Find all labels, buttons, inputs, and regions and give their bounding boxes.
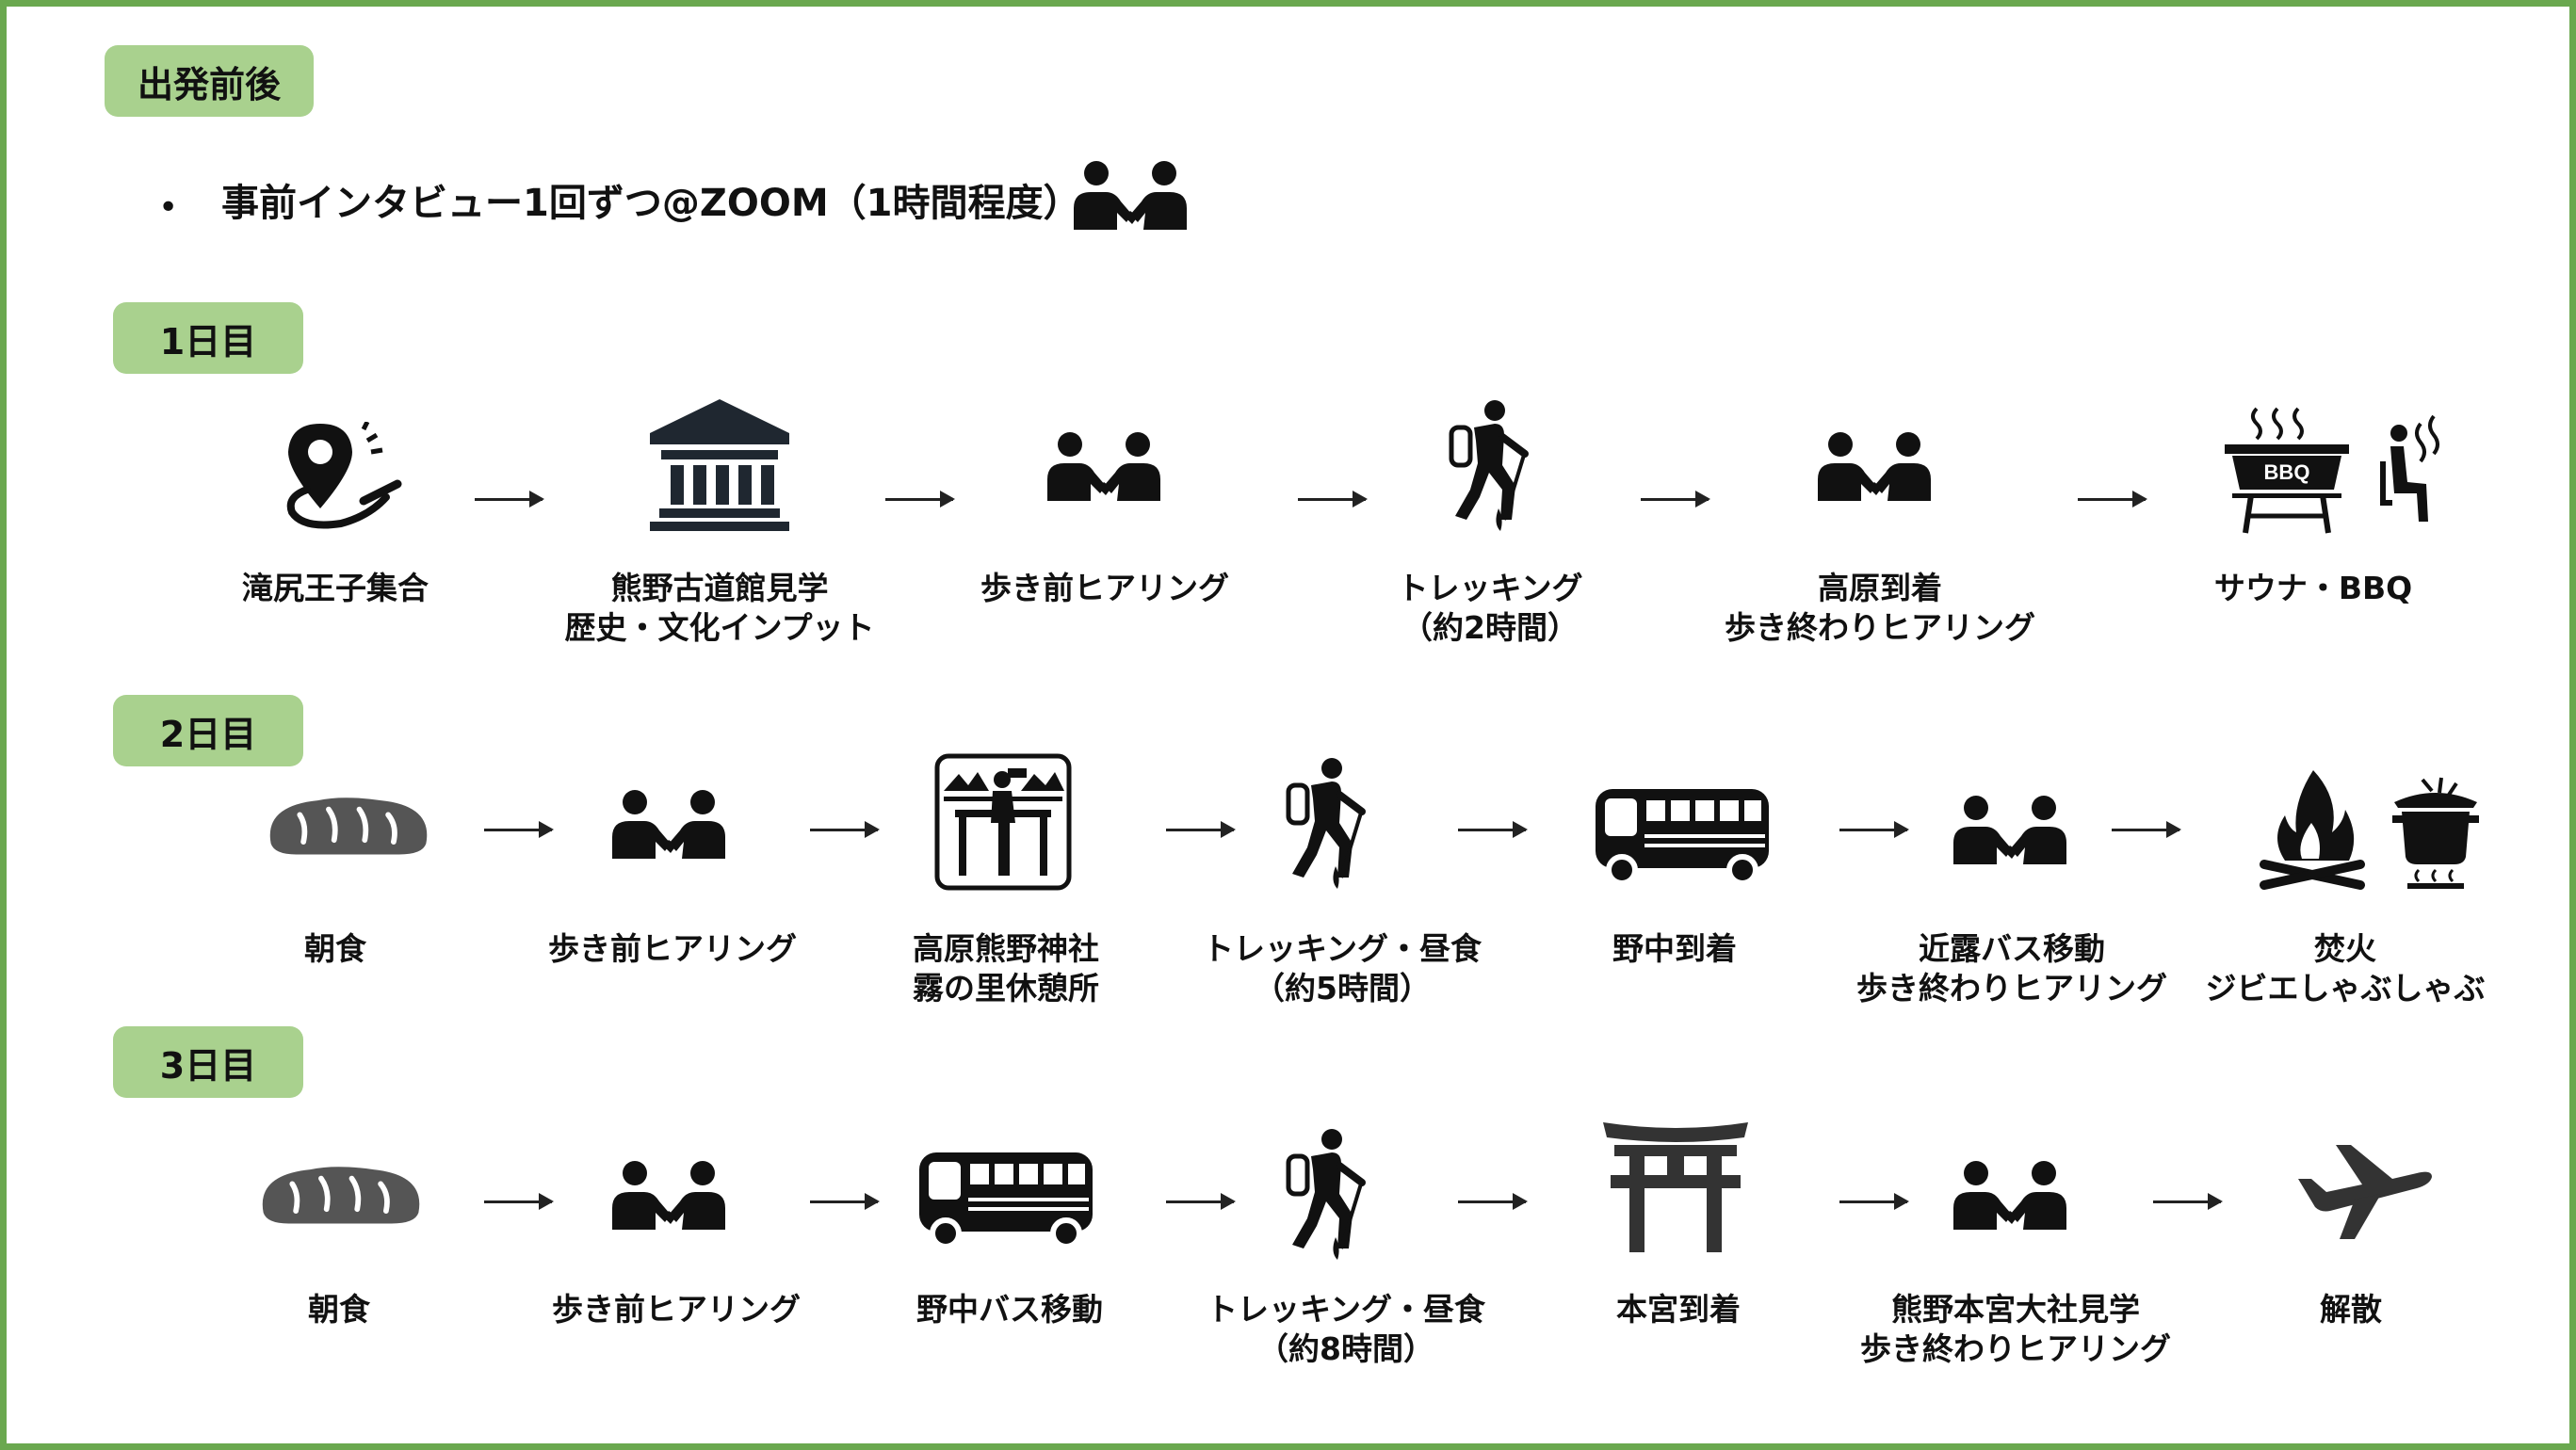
flow-arrow <box>1458 821 1528 838</box>
viewpoint-icon <box>934 753 1072 891</box>
step-label: サウナ・BBQ <box>2213 570 2413 606</box>
interview-icon <box>1047 432 1160 501</box>
flow-arrow <box>1839 1193 1909 1210</box>
step-label: 熊野本宮大社見学歩き終わりヒアリング <box>1860 1291 2171 1367</box>
step-label: トレッキング・昼食（約8時間） <box>1206 1291 1485 1367</box>
hiker-icon <box>1446 399 1536 537</box>
step-label: 高原熊野神社霧の里休憩所 <box>913 930 1099 1007</box>
hiker-icon <box>1283 1128 1373 1265</box>
flow-arrow <box>1166 1193 1236 1210</box>
airplane-icon <box>2298 1145 2432 1239</box>
step-label: 朝食 <box>308 1291 370 1328</box>
step-label: 近露バス移動歩き終わりヒアリング <box>1856 930 2167 1007</box>
step-label: 野中バス移動 <box>916 1291 1103 1328</box>
flow-arrow <box>1641 491 1710 508</box>
flow-arrow <box>810 1193 880 1210</box>
day3-badge: 3日目 <box>113 1026 303 1098</box>
step-label: 朝食 <box>304 930 366 967</box>
campfire-hotpot-icon <box>2260 770 2479 890</box>
flow-arrow <box>1166 821 1236 838</box>
bbq-text: BBQ <box>2264 460 2310 484</box>
step-label: 本宮到着 <box>1616 1291 1741 1328</box>
flow-arrow <box>1298 491 1368 508</box>
step-label: 熊野古道館見学歴史・文化インプット <box>564 570 875 646</box>
bread-icon <box>264 787 433 859</box>
flow-arrow <box>1458 1193 1528 1210</box>
pre-interview-text: 事前インタビュー1回ずつ@ZOOM（1時間程度） <box>221 172 1080 227</box>
pre-trip-badge: 出発前後 <box>105 45 314 117</box>
step-label: 歩き前ヒアリング <box>548 930 797 967</box>
flow-arrow <box>484 1193 554 1210</box>
interview-icon <box>1953 1161 2066 1230</box>
step-label: 野中到着 <box>1612 930 1737 967</box>
interview-icon <box>1818 432 1931 501</box>
flow-arrow <box>810 821 880 838</box>
step-label: 滝尻王子集合 <box>242 570 429 606</box>
flow-arrow <box>2112 821 2181 838</box>
flow-arrow <box>1839 821 1909 838</box>
interview-icon <box>612 1161 725 1230</box>
torii-icon <box>1603 1122 1748 1252</box>
interview-icon <box>612 790 725 859</box>
flow-arrow <box>885 491 955 508</box>
bbq-sauna-icon: BBQ <box>2225 407 2439 534</box>
day2-badge: 2日目 <box>113 695 303 766</box>
interview-icon <box>1074 161 1187 230</box>
flow-arrow <box>484 821 554 838</box>
map-pin-icon <box>286 422 402 529</box>
bread-icon <box>256 1156 426 1228</box>
step-label: 高原到着歩き終わりヒアリング <box>1725 570 2035 646</box>
flow-arrow <box>2078 491 2147 508</box>
interview-icon <box>1953 796 2066 864</box>
flow-arrow <box>475 491 544 508</box>
step-label: 解散 <box>2320 1291 2382 1328</box>
bus-icon <box>917 1151 1096 1250</box>
step-label: 歩き前ヒアリング <box>980 570 1229 606</box>
hiker-icon <box>1283 757 1373 894</box>
day1-badge: 1日目 <box>113 302 303 374</box>
bullet-marker: • <box>158 188 179 227</box>
step-label: 焚火ジビエしゃぶしゃぶ <box>2205 930 2486 1007</box>
museum-icon <box>650 399 789 531</box>
step-label: トレッキング（約2時間） <box>1397 570 1583 646</box>
pre-interview-label: 事前インタビュー1回ずつ@ZOOM（1時間程度） <box>221 182 1081 225</box>
step-label: 歩き前ヒアリング <box>552 1291 801 1328</box>
bus-icon <box>1594 787 1773 887</box>
flow-arrow <box>2153 1193 2223 1210</box>
step-label: トレッキング・昼食（約5時間） <box>1202 930 1482 1007</box>
